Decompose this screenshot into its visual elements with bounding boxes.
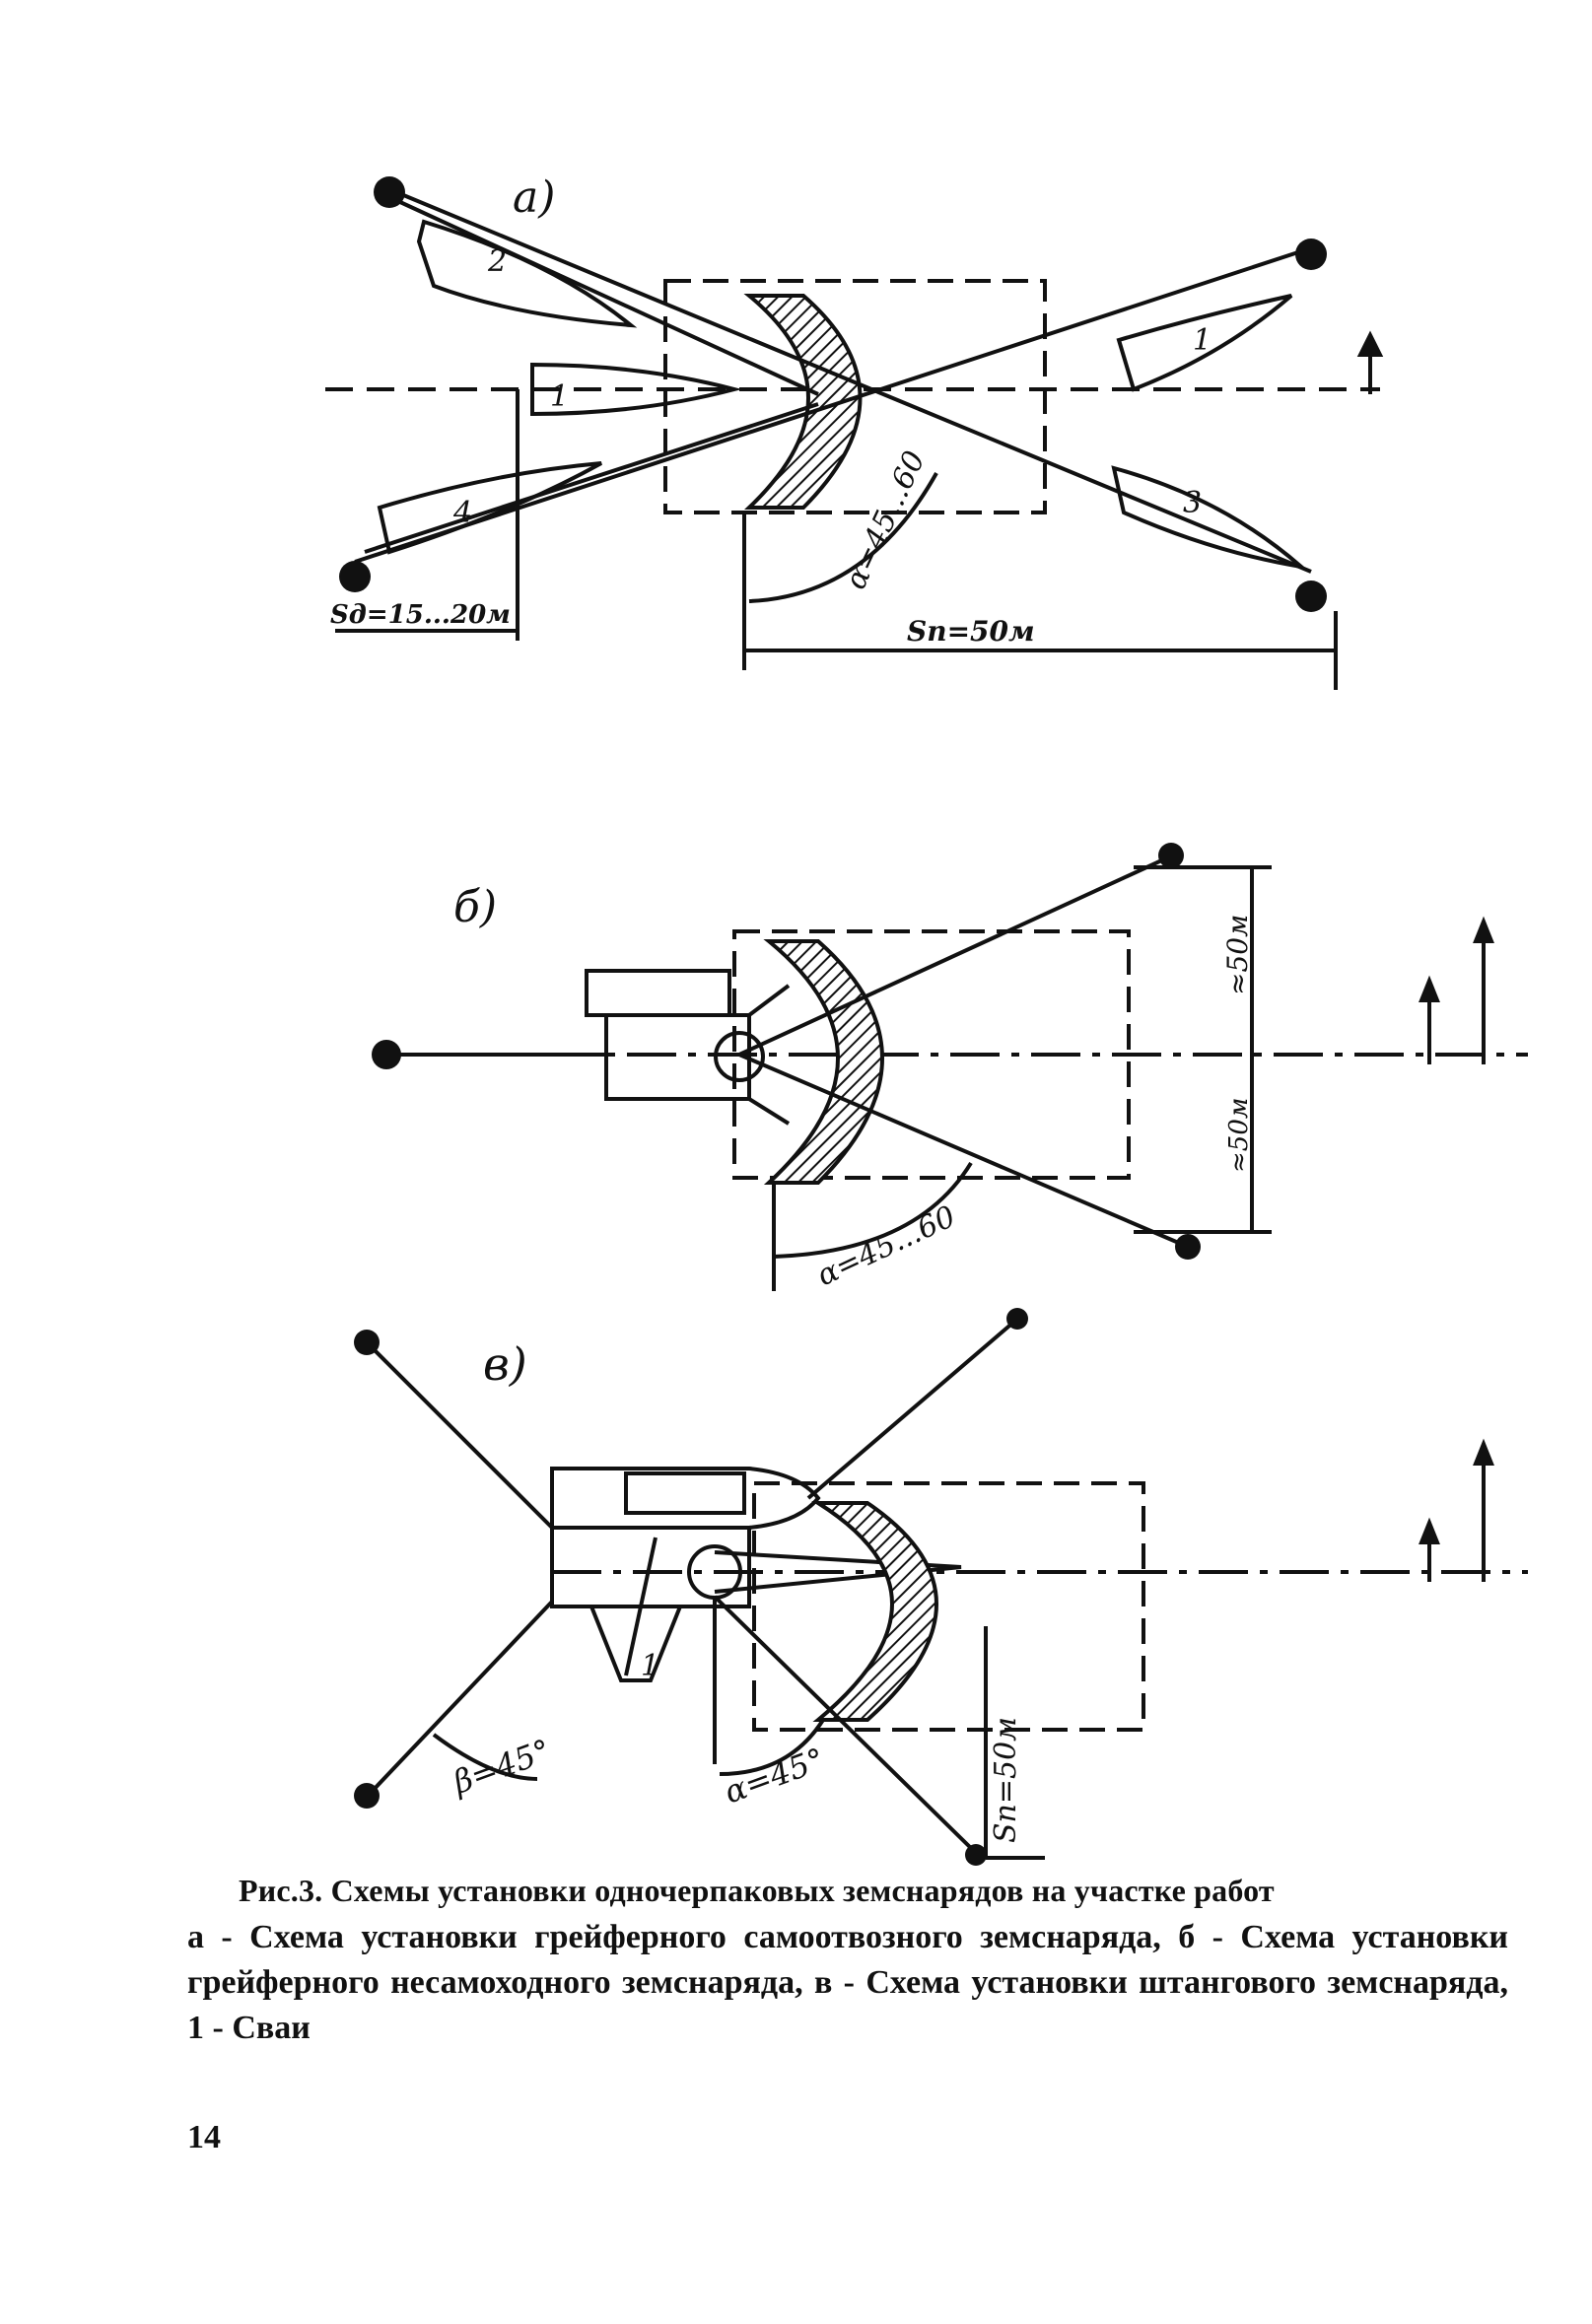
anchor-icon — [354, 1783, 380, 1809]
pile — [714, 1031, 765, 1082]
cut-face — [811, 1501, 938, 1722]
caption-body: а - Схема установки грейферного самоотво… — [187, 1919, 1508, 2046]
hull-top — [585, 969, 731, 1017]
anchor-icon — [354, 1330, 380, 1355]
cable — [383, 185, 1312, 574]
dim-bottom-label: ≈50м — [1224, 1098, 1254, 1173]
cable — [388, 195, 819, 396]
boat-1-number: 1 — [1193, 323, 1211, 358]
anchor-icon — [339, 561, 371, 592]
cabin — [624, 1471, 746, 1515]
cut-face — [743, 294, 863, 510]
anchor-icon — [965, 1844, 987, 1866]
cut-face — [763, 939, 884, 1185]
cable — [368, 1600, 554, 1796]
panel-v-anchors — [354, 1308, 1028, 1866]
boat-4-number: 4 — [452, 496, 472, 530]
panel-v-scheme — [368, 1319, 1528, 1860]
boat-3-number: 3 — [1183, 486, 1202, 520]
angle-b-label: α=45...60 — [812, 1199, 961, 1293]
anchor-icon — [1006, 1308, 1028, 1330]
hull — [550, 1526, 751, 1608]
anchor-icon — [374, 176, 405, 208]
panel-v-label: в) — [483, 1337, 527, 1391]
pile-number: 1 — [641, 1649, 659, 1683]
cable — [806, 1319, 1017, 1500]
work-zone — [752, 1481, 1145, 1732]
cable — [364, 402, 819, 554]
cable — [713, 1595, 978, 1855]
anchor-icon — [1175, 1234, 1201, 1260]
angle-beta-label: β=45° — [448, 1732, 556, 1802]
anchor-icon — [1158, 843, 1184, 868]
span-left-label: Sд=15...20м — [330, 600, 511, 630]
boat-2 — [416, 219, 638, 328]
panel-b-scheme — [384, 855, 1528, 1291]
work-zone — [663, 279, 1047, 514]
angle-a-label: α=45...60 — [839, 445, 933, 594]
boat-3 — [1111, 465, 1308, 571]
boat-1-left-number: 1 — [550, 379, 569, 414]
hull-bow — [550, 1467, 821, 1530]
pile — [624, 1537, 658, 1676]
cable — [354, 249, 1302, 564]
cable — [738, 855, 1169, 1057]
work-zone — [732, 929, 1131, 1180]
panel-b-label: б) — [453, 882, 497, 932]
hull — [604, 1013, 751, 1101]
span-v-label: Sп=50м — [989, 1717, 1023, 1843]
figure-caption: Рис.3. Схемы установки одночерпаковых зе… — [187, 1873, 1508, 2051]
angle-alpha-label: α=45° — [720, 1741, 830, 1811]
anchor-icon — [1295, 239, 1327, 270]
boat-2-number: 2 — [487, 244, 507, 279]
boat-1 — [1116, 294, 1293, 392]
caption-title: Рис.3. Схемы установки одночерпаковых зе… — [239, 1873, 1275, 1908]
page-number: 14 — [187, 2119, 221, 2155]
span-right-label: Sп=50м — [907, 615, 1035, 648]
panel-b-anchors — [372, 843, 1201, 1260]
cable — [368, 1343, 554, 1530]
cable — [738, 1053, 1189, 1249]
panel-a-scheme — [325, 185, 1384, 690]
dim-top-label: ≈50м — [1221, 915, 1254, 995]
boat-1-left — [530, 362, 742, 417]
anchor-icon — [372, 1040, 401, 1069]
panel-a-anchors — [339, 176, 1327, 612]
anchor-icon — [1295, 581, 1327, 612]
boat-4 — [377, 461, 602, 555]
pile-well — [589, 1606, 682, 1682]
panel-a-label: а) — [513, 172, 555, 223]
